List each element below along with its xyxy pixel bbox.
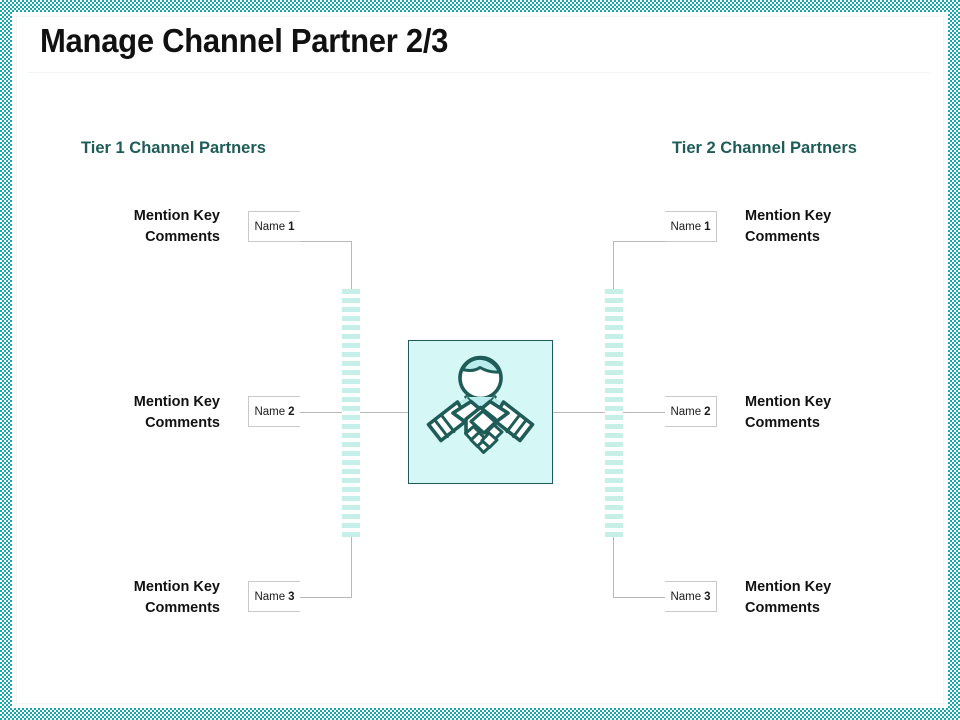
comment-right-3-line2: Comments: [745, 600, 820, 617]
comment-right-1: Mention Key Comments: [745, 206, 925, 248]
connector-right-1-vertical: [613, 241, 614, 291]
name-box-left-2-index: 2: [288, 405, 295, 418]
slide-border-bottom: [0, 708, 960, 720]
comment-left-2-line1: Mention Key: [133, 394, 220, 410]
name-box-left-2-label: Name: [254, 405, 286, 418]
connector-left-1-vertical: [351, 241, 352, 291]
name-box-right-2-label: Name: [670, 405, 702, 418]
name-box-right-1-index: 1: [704, 220, 711, 233]
name-box-left-1-index: 1: [288, 220, 295, 233]
comment-left-1: Mention Key Comments: [62, 206, 220, 248]
name-box-right-3[interactable]: Name 3: [665, 581, 717, 612]
comment-left-3-line1: Mention Key: [133, 579, 220, 595]
column-heading-tier-2: Tier 2 Channel Partners: [672, 139, 857, 157]
center-icon-box: [408, 340, 553, 484]
name-box-right-1[interactable]: Name 1: [665, 211, 717, 242]
connector-right-3-horizontal: [613, 597, 665, 598]
name-box-left-1[interactable]: Name 1: [248, 211, 300, 242]
title-divider: [28, 72, 930, 73]
comment-left-2-line2: Comments: [145, 415, 220, 432]
comment-right-2: Mention Key Comments: [745, 392, 925, 434]
comment-right-3: Mention Key Comments: [745, 577, 925, 619]
name-box-left-1-label: Name: [254, 220, 286, 233]
column-heading-tier-1: Tier 1 Channel Partners: [81, 139, 266, 157]
name-box-right-3-index: 3: [704, 590, 711, 603]
name-box-right-2[interactable]: Name 2: [665, 396, 717, 427]
comment-left-3-line2: Comments: [145, 600, 220, 617]
striped-divider-right: [605, 289, 623, 537]
page-title: Manage Channel Partner 2/3: [40, 22, 449, 59]
name-box-right-1-label: Name: [670, 220, 702, 233]
name-box-right-2-index: 2: [704, 405, 711, 418]
connector-right-1-horizontal: [613, 241, 665, 242]
comment-left-2: Mention Key Comments: [62, 392, 220, 434]
comment-left-1-line2: Comments: [145, 229, 220, 246]
comment-right-1-line1: Mention Key: [745, 208, 832, 224]
comment-right-2-line1: Mention Key: [745, 394, 832, 410]
connector-left-3-vertical: [351, 536, 352, 598]
connector-left-3-horizontal: [300, 597, 352, 598]
handshake-partnership-icon: [426, 355, 535, 454]
slide-border-right: [948, 0, 960, 720]
comment-right-3-line1: Mention Key: [745, 579, 832, 595]
slide-border-top: [0, 0, 960, 12]
connector-right-3-vertical: [613, 536, 614, 598]
slide-border-left: [0, 0, 12, 720]
name-box-left-3-index: 3: [288, 590, 295, 603]
striped-divider-left: [342, 289, 360, 537]
name-box-left-3[interactable]: Name 3: [248, 581, 300, 612]
comment-left-1-line1: Mention Key: [133, 208, 220, 224]
name-box-left-2[interactable]: Name 2: [248, 396, 300, 427]
comment-right-1-line2: Comments: [745, 229, 820, 246]
name-box-left-3-label: Name: [254, 590, 286, 603]
connector-left-1-horizontal: [300, 241, 352, 242]
comment-left-3: Mention Key Comments: [62, 577, 220, 619]
comment-right-2-line2: Comments: [745, 415, 820, 432]
name-box-right-3-label: Name: [670, 590, 702, 603]
